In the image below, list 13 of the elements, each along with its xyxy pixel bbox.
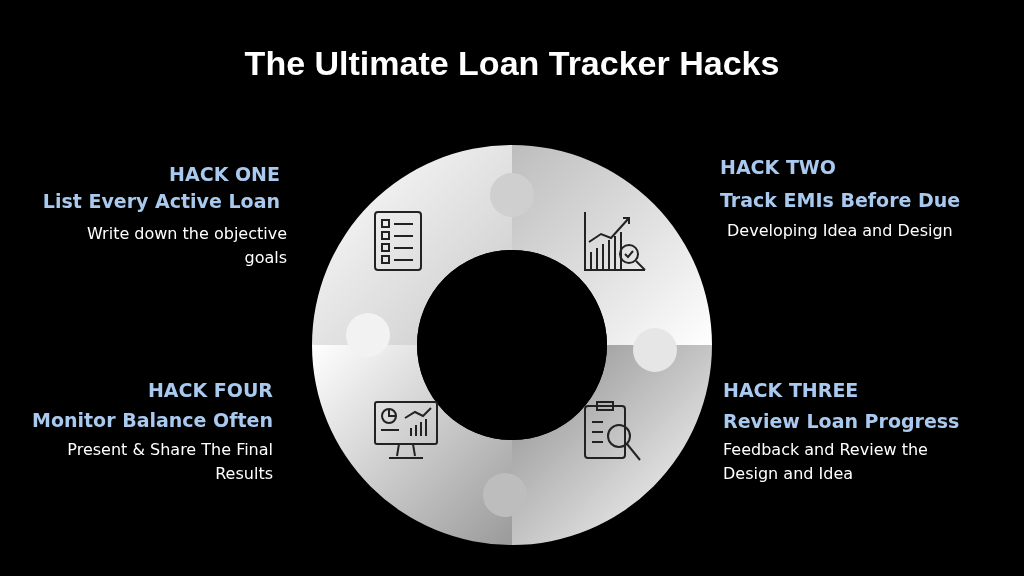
step-label: HACK TWO xyxy=(720,155,837,179)
title: The Ultimate Loan Tracker Hacks xyxy=(243,44,781,83)
description: Present & Share The Final Results xyxy=(66,439,273,485)
heading: List Every Active Loan xyxy=(41,189,280,213)
heading: Monitor Balance Often xyxy=(31,408,273,432)
step-label: HACK FOUR xyxy=(146,378,273,402)
step-label: HACK THREE xyxy=(723,378,860,402)
heading: Track EMIs Before Due xyxy=(720,188,962,212)
step-label: HACK ONE xyxy=(168,162,280,186)
heading: Review Loan Progress xyxy=(723,409,961,433)
description: Developing Idea and Design xyxy=(727,220,954,242)
description: Write down the objective goals xyxy=(86,223,287,269)
description: Feedback and Review the Design and Idea xyxy=(723,439,929,485)
